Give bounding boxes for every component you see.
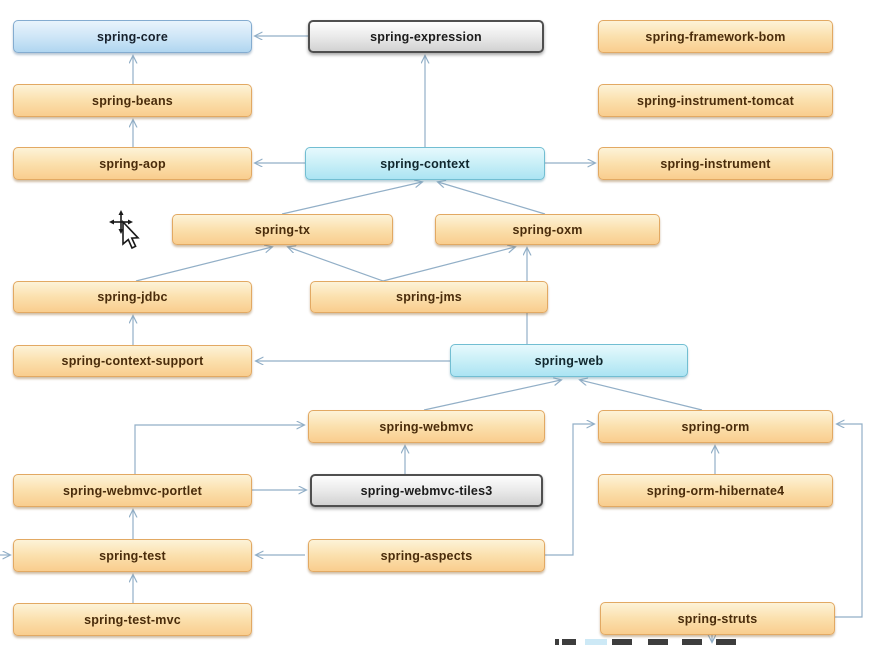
node-label: spring-framework-bom: [645, 29, 786, 44]
node-label: spring-struts: [677, 611, 758, 626]
cutoff-icon-fragment: [562, 639, 576, 645]
node-label: spring-expression: [370, 29, 482, 44]
node-spring-aop[interactable]: spring-aop: [13, 147, 252, 180]
node-spring-context-support[interactable]: spring-context-support: [13, 345, 252, 377]
node-label: spring-context-support: [61, 354, 204, 368]
node-spring-tx[interactable]: spring-tx: [172, 214, 393, 245]
node-spring-webmvc-tiles3[interactable]: spring-webmvc-tiles3: [310, 474, 543, 507]
node-spring-core[interactable]: spring-core: [13, 20, 252, 53]
node-label: spring-orm: [681, 419, 750, 434]
node-label: spring-beans: [92, 93, 173, 108]
node-spring-framework-bom[interactable]: spring-framework-bom: [598, 20, 833, 53]
node-spring-expression[interactable]: spring-expression: [308, 20, 544, 53]
node-label: spring-webmvc-tiles3: [360, 483, 493, 498]
node-label: spring-web: [534, 353, 604, 368]
node-spring-test[interactable]: spring-test: [13, 539, 252, 572]
node-spring-oxm[interactable]: spring-oxm: [435, 214, 660, 245]
node-label: spring-test-mvc: [84, 612, 181, 627]
edge-spring-aspects-to-spring-orm: [545, 424, 594, 556]
node-spring-aspects[interactable]: spring-aspects: [308, 539, 545, 572]
cutoff-icon-fragment: [555, 639, 559, 645]
edge-spring-jms-to-spring-oxm: [382, 247, 515, 282]
node-label: spring-jms: [396, 290, 462, 304]
node-spring-orm[interactable]: spring-orm: [598, 410, 833, 443]
cutoff-icon-fragment: [682, 639, 702, 645]
node-spring-beans[interactable]: spring-beans: [13, 84, 252, 117]
edge-spring-orm-to-spring-web: [580, 380, 703, 411]
node-label: spring-aspects: [380, 548, 473, 563]
cutoff-icon-fragment: [585, 639, 607, 645]
node-label: spring-webmvc: [379, 419, 474, 434]
node-spring-test-mvc[interactable]: spring-test-mvc: [13, 603, 252, 636]
node-spring-instrument-tomcat[interactable]: spring-instrument-tomcat: [598, 84, 833, 117]
node-spring-jdbc[interactable]: spring-jdbc: [13, 281, 252, 313]
node-label: spring-jdbc: [97, 290, 168, 304]
node-spring-web[interactable]: spring-web: [450, 344, 688, 377]
node-spring-webmvc[interactable]: spring-webmvc: [308, 410, 545, 443]
node-spring-orm-hibernate4[interactable]: spring-orm-hibernate4: [598, 474, 833, 507]
node-spring-struts[interactable]: spring-struts: [600, 602, 835, 635]
node-label: spring-aop: [99, 156, 166, 171]
edge-spring-webmvc-to-spring-web: [423, 380, 561, 411]
node-label: spring-instrument: [660, 156, 771, 171]
node-spring-context[interactable]: spring-context: [305, 147, 545, 180]
node-label: spring-tx: [254, 222, 311, 237]
node-label: spring-webmvc-portlet: [63, 483, 202, 498]
node-spring-jms[interactable]: spring-jms: [310, 281, 548, 313]
node-spring-instrument[interactable]: spring-instrument: [598, 147, 833, 180]
edge-spring-struts-to-spring-orm: [835, 424, 863, 618]
cutoff-icon-fragment: [612, 639, 632, 645]
node-label: spring-instrument-tomcat: [637, 93, 794, 108]
edge-spring-jms-to-spring-tx: [288, 247, 384, 282]
node-label: spring-test: [99, 548, 166, 563]
cutoff-icon-fragment: [716, 639, 736, 645]
node-label: spring-core: [97, 29, 168, 44]
node-label: spring-oxm: [512, 222, 583, 237]
node-label: spring-orm-hibernate4: [646, 483, 785, 498]
edge-spring-webmvc-portlet-to-spring-webmvc: [134, 425, 304, 474]
move-cursor-icon: [109, 210, 140, 250]
node-spring-webmvc-portlet[interactable]: spring-webmvc-portlet: [13, 474, 252, 507]
edge-spring-tx-to-spring-context: [281, 182, 422, 215]
edge-spring-jdbc-to-spring-tx: [135, 247, 272, 282]
edge-spring-oxm-to-spring-context: [438, 182, 546, 215]
cutoff-icon-fragment: [648, 639, 668, 645]
node-label: spring-context: [380, 156, 470, 171]
